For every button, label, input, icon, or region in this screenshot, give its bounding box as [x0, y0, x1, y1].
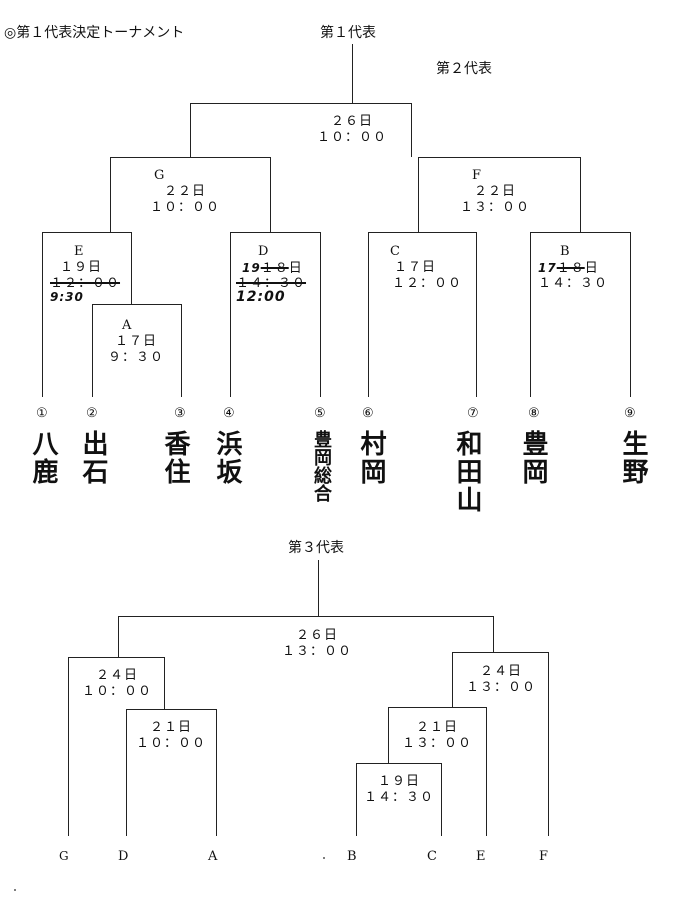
bracket2-right-semi-label: ２４日 １３：００	[456, 664, 546, 696]
team-number: ②	[86, 406, 98, 421]
match-time-handwritten: 12:00	[236, 289, 286, 305]
team-number: ⑥	[362, 406, 374, 421]
match-letter: C	[390, 244, 401, 259]
bracket2-right-r1-label: １９日 １４：３０	[358, 774, 440, 806]
slot-d: D	[118, 849, 129, 864]
match-date: ２６日	[295, 628, 338, 643]
match-date: 17１８日	[536, 260, 626, 276]
slot-g: G	[59, 849, 69, 863]
bracket2-left-semi-label: ２４日 １０：００	[72, 668, 162, 700]
struck-date: １８	[260, 261, 289, 276]
match-time-struck: １４：３０	[236, 276, 307, 291]
match-time-handwritten: 9:30	[50, 290, 84, 304]
match-time: １０：００	[316, 130, 387, 145]
slot-b: B	[347, 849, 357, 864]
team-name-muraoka: 村岡	[356, 430, 386, 486]
team-name-kasumi: 香住	[160, 430, 190, 486]
slot-f: F	[539, 849, 549, 864]
bracket1-final-label: ２６日 １０：００	[312, 114, 392, 146]
match-c-label: C １７日 １２：００	[382, 244, 472, 292]
first-representative-label: 第１代表	[320, 25, 376, 41]
second-representative-label: 第２代表	[436, 61, 492, 77]
match-date: ２６日	[330, 114, 373, 129]
slot-e: E	[476, 849, 486, 864]
struck-date: １８	[556, 261, 585, 276]
team-name-yoka: 八鹿	[28, 430, 58, 486]
match-b-label: B 17１８日 １４：３０	[536, 244, 626, 292]
scan-speck	[14, 889, 16, 891]
team-name-toyooka-sogo: 豊岡総合	[311, 430, 332, 502]
team-number: ①	[36, 406, 48, 421]
match-date: ２２日	[473, 184, 516, 199]
match-letter: D	[258, 244, 270, 259]
match-date: 19１８日	[236, 260, 316, 276]
match-date: ２４日	[95, 668, 138, 683]
match-g-label: G ２２日 １０：００	[140, 168, 230, 216]
team-number: ⑦	[467, 406, 479, 421]
match-date: １７日	[394, 260, 437, 275]
match-time: １２：００	[392, 276, 463, 291]
date-suffix: 日	[584, 261, 599, 276]
team-name-wadayama: 和田山	[452, 430, 482, 514]
match-date: ２１日	[415, 720, 458, 735]
match-time: １４：３０	[363, 790, 434, 805]
match-f-label: F ２２日 １３：００	[450, 168, 540, 216]
match-time: １０：００	[135, 736, 206, 751]
third-representative-label: 第３代表	[288, 540, 344, 556]
match-letter: A	[122, 318, 133, 333]
handwritten-date: 17	[538, 261, 557, 275]
team-name-ikuno: 生野	[618, 430, 648, 486]
bracket2-final-label: ２６日 １３：００	[272, 628, 362, 660]
bracket2-left-qf-label: ２１日 １０：００	[128, 720, 214, 752]
team-number: ④	[223, 406, 235, 421]
match-e-label: E １９日 １２：００ 9:30	[50, 244, 128, 305]
team-name-izushi: 出石	[78, 430, 108, 486]
match-time: １０：００	[81, 684, 152, 699]
match-letter: G	[154, 168, 166, 183]
handwritten-date: 19	[242, 261, 261, 275]
match-date: １７日	[114, 334, 157, 349]
team-number: ⑧	[528, 406, 540, 421]
team-number: ⑤	[314, 406, 326, 421]
match-time: １３：００	[465, 680, 536, 695]
match-date: １９日	[377, 774, 420, 789]
team-number: ⑨	[624, 406, 636, 421]
match-time: １０：００	[149, 200, 220, 215]
tournament-title: ◎第１代表決定トーナメント	[4, 25, 185, 41]
match-time: １３：００	[459, 200, 530, 215]
team-number: ③	[174, 406, 186, 421]
match-letter: E	[74, 244, 85, 259]
team-name-hamasaka: 浜坂	[212, 430, 242, 486]
match-date: ２２日	[163, 184, 206, 199]
match-date: ２４日	[479, 664, 522, 679]
slot-a: A	[208, 849, 218, 864]
match-letter: B	[560, 244, 571, 259]
date-suffix: 日	[288, 261, 303, 276]
match-time: １４：３０	[538, 276, 609, 291]
match-time: ９：３０	[107, 350, 164, 365]
match-date: １９日	[60, 260, 103, 275]
match-date: ２１日	[149, 720, 192, 735]
match-time: １３：００	[401, 736, 472, 751]
team-name-toyooka: 豊岡	[518, 430, 548, 486]
match-d-label: D 19１８日 １４：３０ 12:00	[236, 244, 316, 305]
bracket2-right-qf-label: ２１日 １３：００	[392, 720, 482, 752]
match-a-label: A １７日 ９：３０	[96, 318, 176, 366]
scan-speck	[323, 857, 325, 859]
match-letter: F	[472, 168, 483, 183]
slot-c: C	[427, 849, 437, 864]
match-time-struck: １２：００	[50, 276, 121, 291]
match-time: １３：００	[281, 644, 352, 659]
